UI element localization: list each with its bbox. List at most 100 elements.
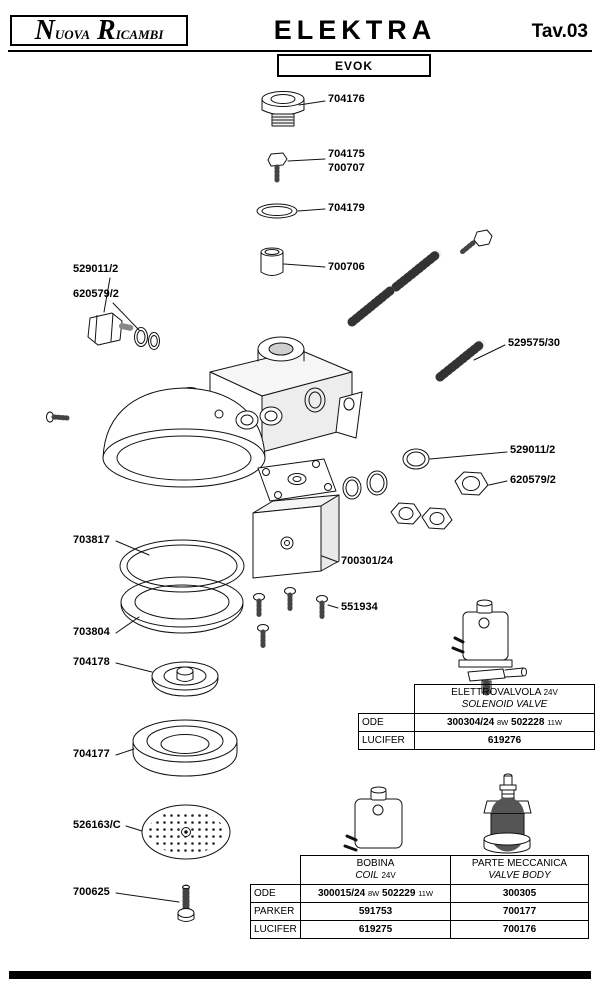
threaded-studs-drawing	[347, 249, 486, 382]
left-screw-drawing	[46, 411, 70, 423]
coil-valve-body-table: BOBINA COIL 24V PARTE MECCANICA VALVE BO…	[250, 855, 589, 939]
cap-drawing	[261, 91, 305, 127]
small-screw-drawing	[267, 152, 288, 183]
part-label-700625: 700625	[73, 886, 110, 898]
code: 300015/24	[317, 888, 366, 899]
code: 700177	[502, 906, 537, 917]
part-label-703804: 703804	[73, 626, 110, 638]
body-parker-code: 700177	[450, 902, 589, 921]
part-label-620579-2-left: 620579/2	[73, 288, 119, 300]
shower-holder-drawing	[151, 661, 219, 697]
brand-logo: Nuova Ricambi	[10, 15, 188, 46]
solenoid-table-spacer	[359, 685, 415, 714]
part-label-704177: 704177	[73, 748, 110, 760]
solenoid-block-drawing	[252, 458, 340, 579]
code: 619276	[487, 735, 522, 746]
part-label-704176: 704176	[328, 93, 365, 105]
page-title: ELEKTRA	[273, 15, 437, 45]
part-label-703817: 703817	[73, 534, 110, 546]
right-hex-plug-drawing	[454, 471, 489, 496]
solenoid-title-en: SOLENOID VALVE	[461, 699, 548, 710]
coil-title-en: COIL	[355, 870, 379, 881]
part-label-551934: 551934	[341, 601, 378, 613]
wattage: 8W	[497, 718, 509, 727]
coil-brand-lucifer: LUCIFER	[250, 920, 301, 939]
coil-parker-code: 591753	[300, 902, 451, 921]
part-label-700707: 700707	[328, 162, 365, 174]
group-head-drawing	[102, 336, 363, 488]
coil-drawing	[343, 786, 403, 852]
table-row: PARKER 591753 700177	[250, 902, 589, 921]
solenoid-ode-codes: 300304/24 8W 502228 11W	[414, 713, 595, 732]
body-column-header: PARTE MECCANICA VALVE BODY	[450, 855, 589, 885]
valve-body-drawing	[483, 773, 532, 854]
code: 619275	[358, 924, 393, 935]
bolts-551934-drawing	[253, 587, 328, 650]
brand-word-nuova: Nuova	[34, 14, 90, 46]
top-right-screw-drawing	[459, 229, 493, 255]
part-label-529575-30: 529575/30	[508, 337, 560, 349]
solenoid-brand-lucifer: LUCIFER	[358, 731, 415, 750]
right-ring-drawing	[402, 448, 430, 470]
coil-title-it: BOBINA	[356, 858, 395, 869]
gasket-703804-drawing	[120, 576, 244, 634]
part-label-620579-2-right: 620579/2	[510, 474, 556, 486]
solenoid-lucifer-code: 619276	[414, 731, 595, 750]
code: 591753	[358, 906, 393, 917]
part-label-526163-c: 526163/C	[73, 819, 121, 831]
sheet-number: Tav.03	[531, 21, 588, 42]
code: 300305	[502, 888, 537, 899]
cup-704177-drawing	[132, 719, 238, 777]
part-label-529011-2-left: 529011/2	[73, 263, 119, 275]
code: 300304/24	[446, 717, 495, 728]
bushing-700706-drawing	[260, 247, 284, 276]
solenoid-title-it: ELETTROVALVOLA	[451, 687, 541, 698]
solenoid-valve-table: ELETTROVALVOLA 24V SOLENOID VALVE ODE 30…	[358, 684, 595, 750]
body-title-it: PARTE MECCANICA	[471, 858, 568, 869]
part-label-704175: 704175	[328, 148, 365, 160]
hex-nuts-drawing	[390, 502, 453, 530]
solenoid-valve-assembly-drawing	[451, 599, 527, 696]
table-row: LUCIFER 619275 700176	[250, 920, 589, 939]
wattage: 11W	[547, 718, 563, 727]
code: 502228	[511, 717, 545, 728]
model-box: EVOK	[277, 54, 431, 77]
oring-pair-drawing	[342, 470, 388, 500]
table-row: LUCIFER 619276	[358, 731, 595, 750]
coil-table-spacer	[251, 856, 301, 885]
part-label-700301-24: 700301/24	[341, 555, 393, 567]
coil-lucifer-code: 619275	[300, 920, 451, 939]
part-label-704179: 704179	[328, 202, 365, 214]
model-label: EVOK	[334, 58, 373, 73]
oring-704179-drawing	[256, 203, 298, 219]
coil-brand-ode: ODE	[250, 884, 301, 903]
table-row: ODE 300304/24 8W 502228 11W	[358, 713, 595, 732]
screw-700625-drawing	[177, 884, 195, 922]
wattage: 8W	[368, 889, 380, 898]
left-fitting-drawing	[87, 312, 160, 350]
table-row: ODE 300015/24 8W 502229 11W 300305	[250, 884, 589, 903]
body-ode-code: 300305	[450, 884, 589, 903]
shower-screen-drawing	[141, 804, 231, 860]
coil-brand-parker: PARKER	[250, 902, 301, 921]
gasket-703817-drawing	[119, 539, 245, 593]
code: 502229	[382, 888, 416, 899]
body-title-en: VALVE BODY	[488, 870, 551, 881]
solenoid-brand-ode: ODE	[358, 713, 415, 732]
coil-column-header: BOBINA COIL 24V	[300, 855, 451, 885]
coil-voltage: 24V	[381, 871, 396, 880]
header-rule	[8, 50, 592, 52]
leader-lines	[103, 100, 508, 903]
part-label-700706: 700706	[328, 261, 365, 273]
code: 700176	[502, 924, 537, 935]
part-label-704178: 704178	[73, 656, 110, 668]
solenoid-table-header: ELETTROVALVOLA 24V SOLENOID VALVE	[414, 684, 595, 714]
brand-word-ricambi: Ricambi	[97, 14, 164, 46]
body-lucifer-code: 700176	[450, 920, 589, 939]
coil-ode-codes: 300015/24 8W 502229 11W	[300, 884, 451, 903]
footer-bar	[9, 971, 591, 979]
solenoid-voltage: 24V	[543, 688, 558, 697]
wattage: 11W	[418, 889, 434, 898]
